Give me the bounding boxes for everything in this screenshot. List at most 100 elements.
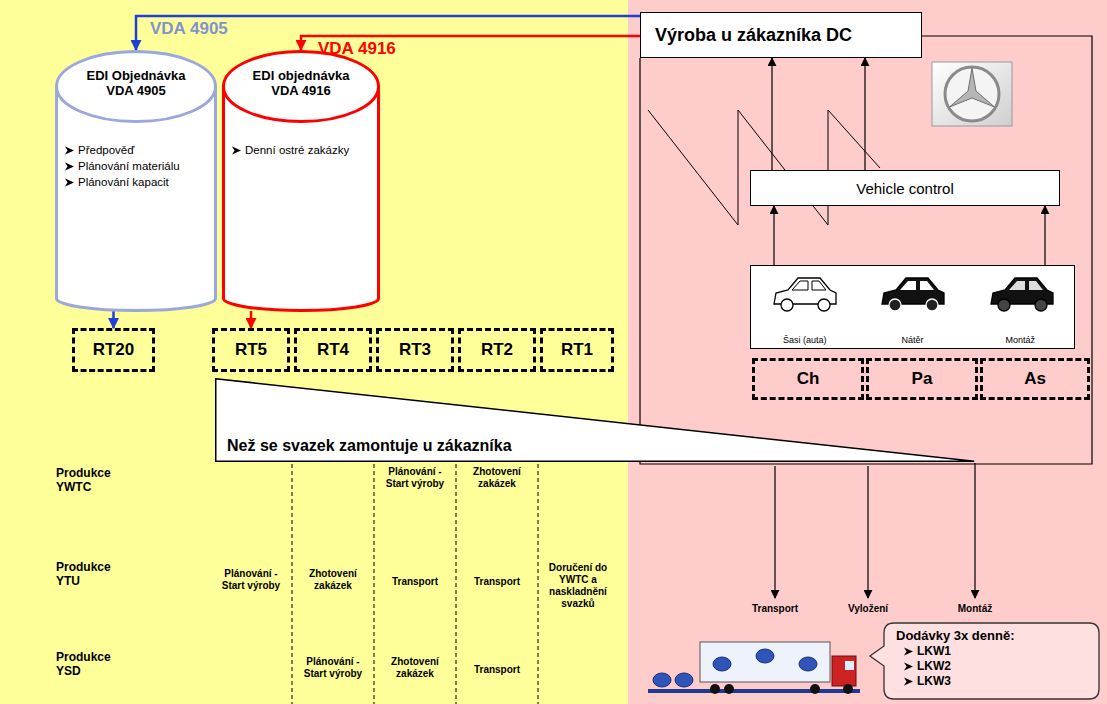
logo-frame bbox=[932, 62, 1012, 126]
coil bbox=[713, 657, 731, 671]
time-slot-box: RT2 bbox=[458, 328, 536, 372]
edge-label: VDA 4905 bbox=[150, 19, 228, 39]
step-label: Vyložení bbox=[828, 603, 908, 615]
wheel bbox=[810, 684, 820, 694]
cylinder-top bbox=[57, 52, 216, 122]
wheel bbox=[724, 684, 734, 694]
lead-time-wedge: Než se svazek zamontuje u zákazníka bbox=[215, 378, 975, 462]
node-text: Výroba u zákazníka DC bbox=[655, 25, 852, 45]
node-text: Šasi (auta) bbox=[783, 335, 827, 345]
bullet-arrow bbox=[65, 178, 74, 187]
node-text: As bbox=[1024, 369, 1046, 388]
node-text: EDI Objednávka VDA 4905 bbox=[87, 68, 186, 98]
schedule-cell: Plánování - Start výroby bbox=[212, 568, 290, 592]
node-text: RT2 bbox=[481, 340, 513, 359]
time-slot-box: RT5 bbox=[212, 328, 290, 372]
text-row: As bbox=[1024, 369, 1046, 389]
text-row: Nátěr bbox=[859, 335, 967, 345]
text-row: Vehicle control bbox=[856, 180, 954, 197]
time-slot-box: RT3 bbox=[376, 328, 454, 372]
node-text: Denní ostré zakázky bbox=[245, 142, 349, 158]
step-label: Transport bbox=[735, 603, 815, 615]
delivery-arrow bbox=[867, 466, 868, 598]
text-row: RT20 bbox=[93, 340, 135, 360]
coil bbox=[653, 673, 671, 687]
schedule-cell: Transport bbox=[458, 576, 536, 588]
bullet-arrow-head bbox=[232, 146, 241, 154]
text-row: RT2 bbox=[481, 340, 513, 360]
wedge-shape bbox=[216, 379, 975, 462]
node-text: RT1 bbox=[561, 340, 593, 359]
node-text: RT5 bbox=[235, 340, 267, 359]
text-row: RT4 bbox=[317, 340, 349, 360]
node-text: LKW3 bbox=[917, 674, 951, 689]
node-text: Nátěr bbox=[901, 335, 923, 345]
node-text: Plánování kapacit bbox=[78, 174, 169, 190]
car-painted bbox=[882, 278, 944, 311]
delivery-arrow bbox=[974, 463, 975, 598]
order-cylinder: EDI objednávka VDA 4916Denní ostré zakáz… bbox=[222, 50, 380, 312]
car-assembled bbox=[991, 278, 1053, 311]
node-text: Montáž bbox=[1005, 335, 1035, 345]
supplier-zone bbox=[0, 0, 628, 704]
customer-frame bbox=[640, 36, 1092, 464]
row-header: Produkce YWTC bbox=[56, 466, 136, 494]
text-row: EDI Objednávka VDA 4905 bbox=[80, 68, 192, 98]
wheel bbox=[710, 684, 720, 694]
order-cylinder: EDI Objednávka VDA 4905PředpověďPlánován… bbox=[55, 50, 217, 312]
text-row: Pa bbox=[912, 369, 933, 389]
bullet-arrow-head bbox=[904, 648, 913, 656]
cab-window bbox=[845, 661, 854, 670]
node-text: Plánování materiálu bbox=[78, 158, 180, 174]
connector-arrow bbox=[250, 311, 253, 328]
text-row: RT3 bbox=[399, 340, 431, 360]
process-box: Vehicle control bbox=[750, 170, 1060, 206]
step-label: Montáž bbox=[935, 603, 1015, 615]
process-box: Výroba u zákazníka DC bbox=[640, 12, 922, 58]
node-text: RT4 bbox=[317, 340, 349, 359]
text-row: EDI objednávka VDA 4916 bbox=[245, 68, 357, 98]
bullet-arrow bbox=[904, 662, 913, 671]
bullet-arrow-head bbox=[65, 178, 74, 186]
schedule-cell: Zhotovení zakázek bbox=[294, 568, 372, 592]
edge-label: VDA 4916 bbox=[318, 39, 396, 59]
bullet-arrow-head bbox=[904, 663, 913, 671]
node-text: Pa bbox=[912, 369, 933, 388]
schedule-cell: Transport bbox=[376, 576, 454, 588]
text-row: Ch bbox=[797, 369, 820, 389]
bullet-arrow bbox=[904, 677, 913, 686]
cars-panel bbox=[750, 265, 1075, 349]
text-row: RT1 bbox=[561, 340, 593, 360]
column-divider bbox=[456, 464, 457, 704]
node-text: LKW2 bbox=[917, 659, 951, 674]
text-row: Dodávky 3x denně: bbox=[896, 628, 1092, 644]
row-header: Produkce YSD bbox=[56, 650, 136, 678]
text-row: LKW3 bbox=[896, 674, 1092, 689]
node-text: EDI objednávka VDA 4916 bbox=[253, 68, 350, 98]
trailer bbox=[700, 642, 830, 682]
text-row: LKW1 bbox=[896, 644, 1092, 659]
column-divider bbox=[292, 464, 293, 704]
wheel bbox=[843, 684, 853, 694]
connector-arrow bbox=[771, 58, 772, 170]
connector-arrow bbox=[1044, 206, 1045, 265]
car-outline bbox=[774, 278, 836, 311]
schedule-cell: Zhotovení zakázek bbox=[458, 466, 536, 490]
text-row: Než se svazek zamontuje u zákazníka bbox=[227, 437, 512, 455]
text-row: Plánování kapacit bbox=[63, 174, 209, 190]
node-text: Dodávky 3x denně: bbox=[896, 628, 1015, 643]
schedule-cell: Zhotovení zakázek bbox=[376, 656, 454, 680]
callout-shape bbox=[870, 623, 1099, 699]
text-row: Výroba u zákazníka DC bbox=[655, 25, 852, 46]
connector-arrow bbox=[773, 206, 774, 265]
node-text: LKW1 bbox=[917, 644, 951, 659]
truck-illustration bbox=[648, 642, 860, 694]
logo-ring bbox=[945, 67, 999, 121]
bullet-arrow bbox=[65, 162, 74, 171]
schedule-cell: Plánování - Start výroby bbox=[376, 466, 454, 490]
coil bbox=[799, 657, 817, 671]
time-slot-box: RT1 bbox=[540, 328, 614, 372]
stage-box: As bbox=[980, 358, 1090, 400]
